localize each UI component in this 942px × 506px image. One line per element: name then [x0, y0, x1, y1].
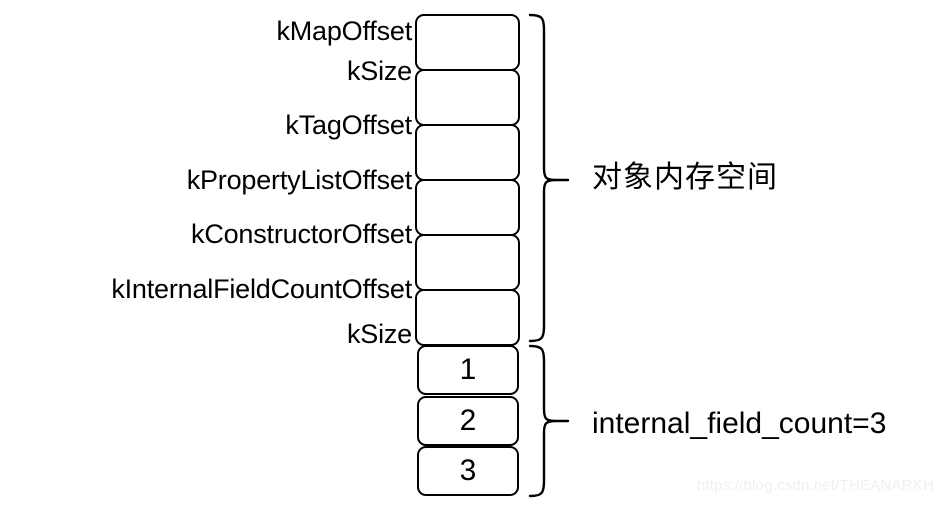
internal-field-box-1: 1 — [417, 345, 519, 395]
object-memory-annotation: 对象内存空间 — [592, 160, 778, 195]
memory-slot-3 — [415, 124, 520, 181]
offset-label-ksize-top: kSize — [346, 56, 412, 86]
object-memory-brace-icon — [528, 13, 570, 343]
offset-label-kmapoffset: kMapOffset — [276, 16, 412, 46]
memory-slot-2 — [415, 69, 520, 126]
internal-field-box-3: 3 — [417, 446, 519, 496]
offset-label-ktagoffset: kTagOffset — [285, 110, 412, 140]
offset-label-kinternalfieldcountoffset: kInternalFieldCountOffset — [111, 274, 412, 304]
internal-field-box-2: 2 — [417, 396, 519, 446]
offset-label-kconstructoroffset: kConstructorOffset — [191, 219, 412, 249]
offset-label-kpropertylistoffset: kPropertyListOffset — [186, 165, 412, 195]
internal-field-count-annotation: internal_field_count=3 — [592, 407, 887, 440]
memory-slot-6 — [415, 289, 520, 346]
memory-slot-4 — [415, 179, 520, 236]
watermark-text: https://blog.csdn.net/THEANARKH — [696, 477, 934, 494]
internal-field-brace-icon — [528, 344, 570, 498]
offset-label-ksize-bottom: kSize — [346, 319, 412, 349]
memory-slot-1 — [415, 14, 520, 71]
memory-slot-5 — [415, 234, 520, 291]
